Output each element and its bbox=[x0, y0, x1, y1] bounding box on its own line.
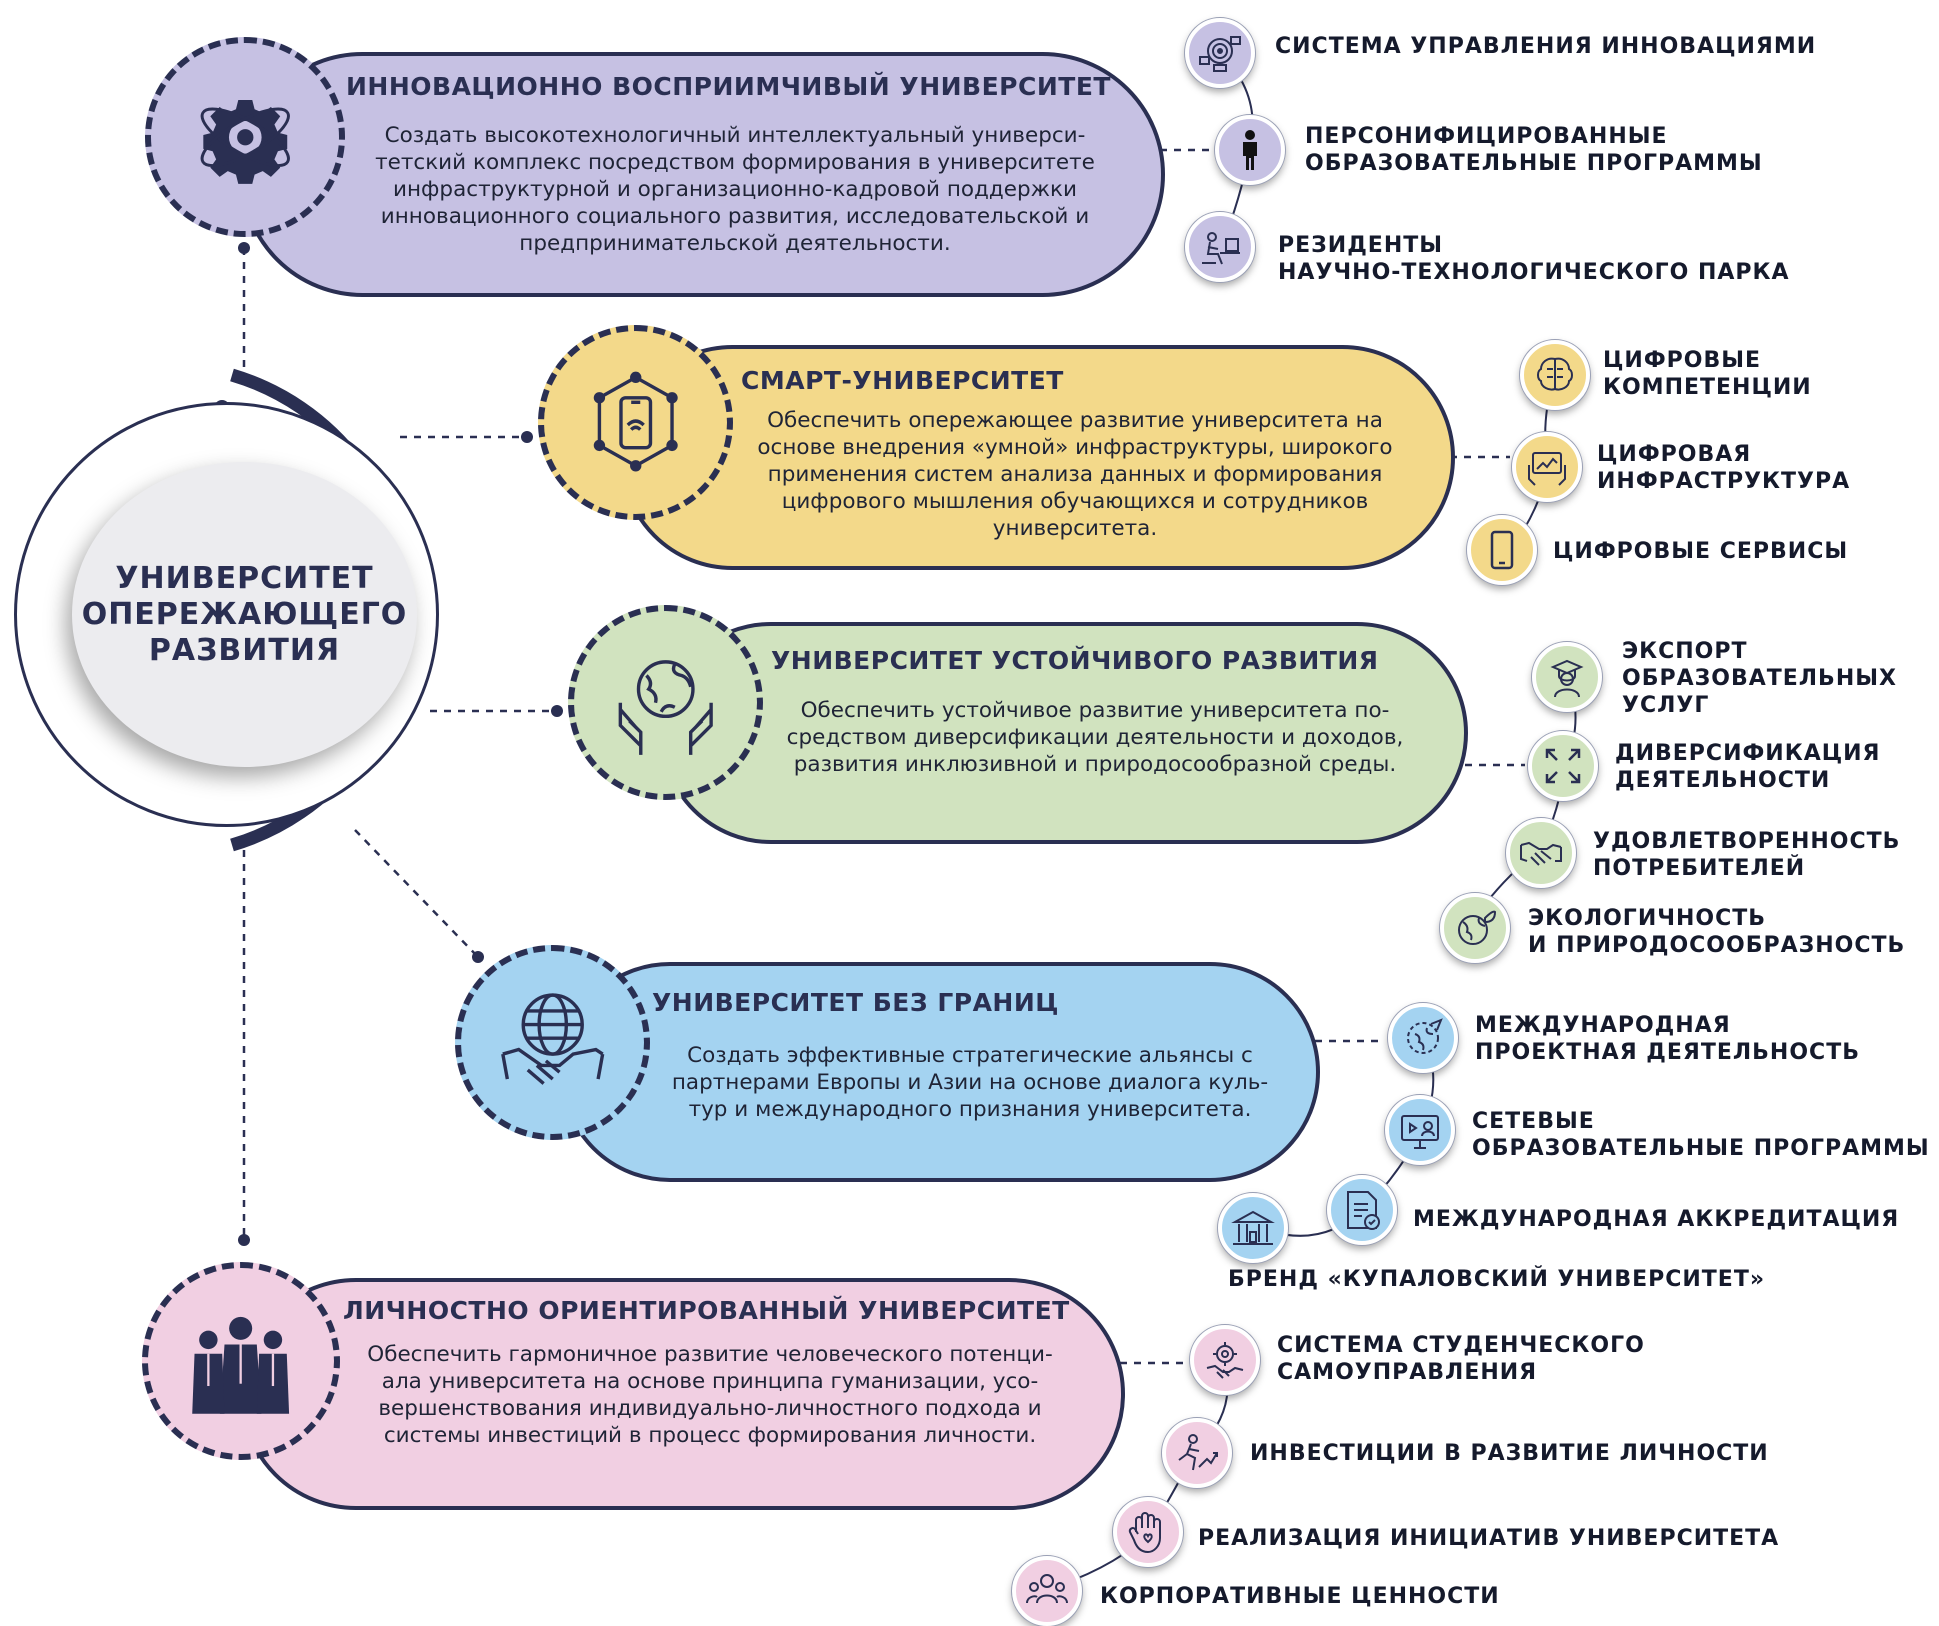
section-smart-pill bbox=[620, 345, 1455, 570]
globe-plane-icon bbox=[1388, 1003, 1458, 1073]
item-customer-satisfaction: УДОВЛЕТВОРЕННОСТЬ ПОТРЕБИТЕЛЕЙ bbox=[1593, 829, 1901, 881]
item-digital-infrastructure: ЦИФРОВАЯ ИНФРАСТРУКТУРА bbox=[1597, 442, 1851, 494]
section-smart-badge bbox=[538, 325, 733, 520]
university-building-icon bbox=[1218, 1193, 1288, 1263]
certified-document-icon bbox=[1327, 1175, 1397, 1245]
business-people-icon bbox=[192, 1317, 290, 1415]
center-label: УНИВЕРСИТЕТ ОПЕРЕЖАЮЩЕГО РАЗВИТИЯ bbox=[81, 560, 408, 668]
section-innovation-pill bbox=[240, 52, 1165, 297]
section-borderless-badge bbox=[455, 945, 650, 1140]
item-personal-investment: ИНВЕСТИЦИИ В РАЗВИТИЕ ЛИЧНОСТИ bbox=[1250, 1441, 1769, 1466]
item-diversification: ДИВЕРСИФИКАЦИЯ ДЕЯТЕЛЬНОСТИ bbox=[1615, 741, 1881, 793]
item-education-export: ЭКСПОРТ ОБРАЗОВАТЕЛЬНЫХ УСЛУГ bbox=[1622, 639, 1897, 718]
gear-handshake-icon bbox=[1190, 1325, 1260, 1395]
growth-runner-icon bbox=[1162, 1418, 1232, 1488]
handshake-icon bbox=[1506, 818, 1576, 888]
tablet-hands-icon bbox=[1512, 432, 1582, 502]
hand-heart-icon bbox=[1113, 1497, 1183, 1567]
item-student-self-government: СИСТЕМА СТУДЕНЧЕСКОГО САМОУПРАВЛЕНИЯ bbox=[1277, 1333, 1645, 1385]
person-icon bbox=[1215, 115, 1285, 185]
section-sustainable-pill bbox=[660, 622, 1468, 844]
section-sustainable-title: УНИВЕРСИТЕТ УСТОЙЧИВОГО РАЗВИТИЯ bbox=[771, 646, 1379, 675]
eco-globe-icon bbox=[1440, 893, 1510, 963]
section-personal-title: ЛИЧНОСТНО ОРИЕНТИРОВАННЫЙ УНИВЕРСИТЕТ bbox=[343, 1296, 1070, 1325]
item-corporate-values: КОРПОРАТИВНЫЕ ЦЕННОСТИ bbox=[1100, 1584, 1500, 1609]
item-personalized-programs: ПЕРСОНИФИЦИРОВАННЫЕ ОБРАЗОВАТЕЛЬНЫЕ ПРОГ… bbox=[1305, 124, 1763, 176]
team-icon bbox=[1012, 1556, 1082, 1626]
section-smart-title: СМАРТ-УНИВЕРСИТЕТ bbox=[741, 366, 1064, 395]
mobile-phone-icon bbox=[1467, 515, 1537, 585]
center-node: УНИВЕРСИТЕТ ОПЕРЕЖАЮЩЕГО РАЗВИТИЯ bbox=[72, 462, 417, 767]
section-innovation-badge bbox=[145, 37, 345, 237]
section-borderless-description: Создать эффективные стратегические альян… bbox=[671, 1043, 1269, 1122]
item-network-programs: СЕТЕВЫЕ ОБРАЗОВАТЕЛЬНЫЕ ПРОГРАММЫ bbox=[1472, 1109, 1930, 1161]
section-borderless-pill bbox=[560, 962, 1320, 1182]
innovation-management-icon bbox=[1185, 18, 1255, 88]
item-tech-park-residents: РЕЗИДЕНТЫ НАУЧНО-ТЕХНОЛОГИЧЕСКОГО ПАРКА bbox=[1278, 233, 1790, 285]
graduate-icon bbox=[1532, 642, 1602, 712]
section-innovation-description: Создать высокотехнологичный интеллектуал… bbox=[375, 123, 1095, 256]
item-international-projects: МЕЖДУНАРОДНАЯ ПРОЕКТНАЯ ДЕЯТЕЛЬНОСТЬ bbox=[1475, 1013, 1860, 1065]
online-learning-icon bbox=[1385, 1095, 1455, 1165]
section-sustainable-description: Обеспечить устойчивое развитие университ… bbox=[786, 698, 1404, 777]
section-personal-badge bbox=[142, 1262, 340, 1460]
section-personal-description: Обеспечить гармоничное развитие человече… bbox=[367, 1342, 1053, 1448]
hands-globe-icon bbox=[618, 659, 713, 755]
expand-arrows-icon bbox=[1528, 731, 1598, 801]
item-international-accreditation: МЕЖДУНАРОДНАЯ АККРЕДИТАЦИЯ bbox=[1413, 1207, 1900, 1232]
section-personal-pill bbox=[240, 1278, 1125, 1510]
section-smart-description: Обеспечить опережающее развитие универси… bbox=[757, 408, 1393, 541]
section-innovation-title: ИННОВАЦИОННО ВОСПРИИМЧИВЫЙ УНИВЕРСИТЕТ bbox=[346, 72, 1111, 101]
item-brand: БРЕНД «КУПАЛОВСКИЙ УНИВЕРСИТЕТ» bbox=[1228, 1267, 1766, 1292]
item-digital-services: ЦИФРОВЫЕ СЕРВИСЫ bbox=[1553, 539, 1849, 564]
item-university-initiatives: РЕАЛИЗАЦИЯ ИНИЦИАТИВ УНИВЕРСИТЕТА bbox=[1198, 1526, 1780, 1551]
gear-atom-icon bbox=[200, 99, 290, 184]
item-ecology: ЭКОЛОГИЧНОСТЬ И ПРИРОДОСООБРАЗНОСТЬ bbox=[1528, 906, 1906, 958]
globe-handshake-icon bbox=[500, 993, 605, 1085]
item-innovation-management: СИСТЕМА УПРАВЛЕНИЯ ИННОВАЦИЯМИ bbox=[1275, 34, 1817, 59]
section-sustainable-badge bbox=[568, 605, 763, 800]
item-digital-competencies: ЦИФРОВЫЕ КОМПЕТЕНЦИИ bbox=[1603, 348, 1812, 400]
smartphone-network-icon bbox=[593, 371, 678, 472]
desk-worker-icon bbox=[1185, 212, 1255, 282]
section-borderless-title: УНИВЕРСИТЕТ БЕЗ ГРАНИЦ bbox=[652, 988, 1059, 1017]
brain-icon bbox=[1520, 340, 1590, 410]
